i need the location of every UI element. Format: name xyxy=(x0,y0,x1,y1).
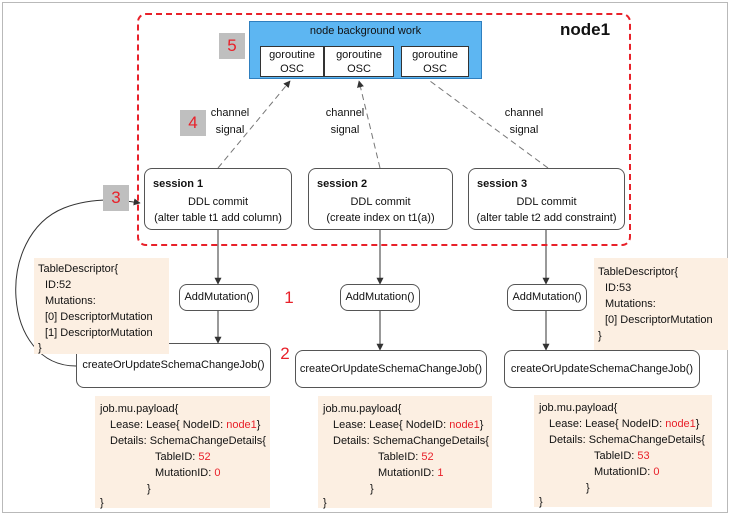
create-job-3-box: createOrUpdateSchemaChangeJob() xyxy=(504,350,700,388)
payload-3-node-id: node1 xyxy=(665,418,696,430)
step-marker-5: 5 xyxy=(219,33,245,59)
session-2-title: session 2 xyxy=(317,178,368,190)
job-payload-note-2: job.mu.payload{ Lease: Lease{ NodeID: no… xyxy=(318,396,492,509)
add-mutation-2-box: AddMutation() xyxy=(340,284,420,311)
session-2-statement: (create index on t1(a)) xyxy=(326,212,435,224)
step-marker-1: 1 xyxy=(284,288,294,307)
table-descriptor-52-note: TableDescriptor{ ID:52 Mutations: [0] De… xyxy=(34,258,169,354)
add-mutation-1-box: AddMutation() xyxy=(179,284,259,311)
payload-2-mutation-id: 1 xyxy=(437,467,444,479)
step-marker-3: 3 xyxy=(103,185,129,211)
goroutine-osc-3: goroutine OSC xyxy=(401,46,469,77)
session-1-box: session 1 DDL commit (alter table t1 add… xyxy=(144,168,292,230)
payload-3-mutation-id: 0 xyxy=(653,466,660,478)
session-3-title: session 3 xyxy=(477,178,528,190)
table-descriptor-53-note: TableDescriptor{ ID:53 Mutations: [0] De… xyxy=(594,258,728,350)
create-job-2-box: createOrUpdateSchemaChangeJob() xyxy=(295,350,487,388)
signal-line-2 xyxy=(357,80,381,169)
job-payload-note-3: job.mu.payload{ Lease: Lease{ NodeID: no… xyxy=(534,395,712,508)
session-3-box: session 3 DDL commit (alter table t2 add… xyxy=(468,168,625,230)
step-marker-2: 2 xyxy=(280,344,290,363)
payload-1-node-id: node1 xyxy=(226,419,257,431)
payload-2-node-id: node1 xyxy=(449,419,480,431)
background-work-title: node background work xyxy=(309,25,422,37)
payload-2-table-id: 52 xyxy=(421,451,434,463)
signal-line-1 xyxy=(217,80,291,169)
payload-1-table-id: 52 xyxy=(198,451,211,463)
node-label: node1 xyxy=(560,20,611,39)
node-boundary xyxy=(137,13,631,246)
job-payload-note-1: job.mu.payload{ Lease: Lease{ NodeID: no… xyxy=(95,396,270,509)
payload-1-mutation-id: 0 xyxy=(214,467,221,479)
payload-3-table-id: 53 xyxy=(637,450,650,462)
create-job-1-box: createOrUpdateSchemaChangeJob() xyxy=(76,343,271,388)
session-3-statement: (alter table t2 add constraint) xyxy=(476,212,617,224)
session-2-commit: DDL commit xyxy=(350,196,411,208)
session-2-box: session 2 DDL commit (create index on t1… xyxy=(308,168,453,230)
session-1-title: session 1 xyxy=(153,178,204,190)
goroutine-osc-2: goroutine OSC xyxy=(324,46,394,77)
session-1-commit: DDL commit xyxy=(187,196,249,208)
goroutine-osc-1: goroutine OSC xyxy=(260,46,324,77)
session-3-commit: DDL commit xyxy=(516,196,577,208)
signal-line-3 xyxy=(429,80,549,169)
step-marker-4: 4 xyxy=(180,110,206,136)
session-1-statement: (alter table t1 add column) xyxy=(154,212,282,224)
add-mutation-3-box: AddMutation() xyxy=(507,284,587,311)
